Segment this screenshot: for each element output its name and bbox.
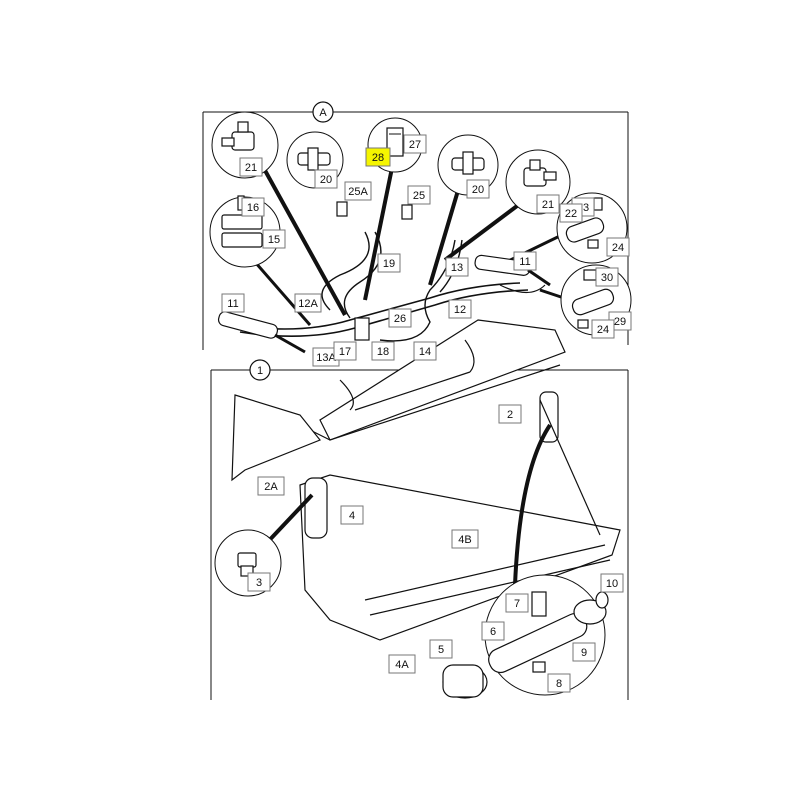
callout-11-right: 11 [513,251,537,271]
callouts: 21 20 28 27 20 21 16 15 25A 25 19 23 22 … [221,134,632,693]
svg-text:25A: 25A [348,186,368,198]
svg-text:2: 2 [507,409,513,421]
svg-text:19: 19 [383,258,395,270]
callout-18: 18 [371,341,395,361]
callout-12: 12 [448,299,472,319]
svg-text:17: 17 [339,346,351,358]
svg-text:8: 8 [556,678,562,690]
svg-text:29: 29 [614,316,626,328]
callout-17: 17 [333,341,357,361]
svg-text:20: 20 [472,184,484,196]
svg-text:14: 14 [419,346,431,358]
svg-text:25: 25 [413,190,425,202]
svg-text:4B: 4B [458,534,471,546]
svg-text:22: 22 [565,208,577,220]
svg-text:13A: 13A [316,352,336,364]
callout-12a: 12A [294,293,322,313]
svg-text:30: 30 [601,272,613,284]
callout-4b: 4B [451,529,479,549]
callout-26: 26 [388,308,412,328]
svg-text:7: 7 [514,598,520,610]
section-marker-a: A [312,101,334,123]
callout-16: 16 [241,197,265,217]
svg-text:12A: 12A [298,298,318,310]
svg-text:27: 27 [409,139,421,151]
callout-10: 10 [600,573,624,593]
loose-fittings [336,201,413,341]
callout-14: 14 [413,341,437,361]
svg-text:1: 1 [257,365,263,377]
callout-19: 19 [377,253,401,273]
svg-text:9: 9 [581,647,587,659]
callout-6: 6 [481,621,505,641]
callout-2: 2 [498,404,522,424]
svg-text:6: 6 [490,626,496,638]
callout-20-left: 20 [314,169,338,189]
callout-24-bottom: 24 [591,319,615,339]
svg-text:18: 18 [377,346,389,358]
callout-22: 22 [559,203,583,223]
callout-11-left: 11 [221,293,245,313]
svg-text:2A: 2A [264,481,278,493]
callout-25: 25 [407,185,431,205]
callout-28: 28 [365,147,391,167]
bush-5 [442,664,488,699]
svg-text:10: 10 [606,578,618,590]
callout-5: 5 [429,639,453,659]
cylinder-11-left [217,311,306,354]
svg-text:24: 24 [612,242,624,254]
callout-21-left: 21 [239,157,263,177]
svg-text:21: 21 [542,199,554,211]
callout-30: 30 [595,267,619,287]
callout-9: 9 [572,642,596,662]
svg-text:11: 11 [227,298,238,310]
callout-4a: 4A [388,654,416,674]
callout-20-right: 20 [466,179,490,199]
svg-text:A: A [319,107,327,119]
callout-4: 4 [340,505,364,525]
svg-text:3: 3 [256,577,262,589]
callout-8: 8 [547,673,571,693]
svg-text:28: 28 [372,152,384,164]
svg-text:24: 24 [597,324,609,336]
svg-text:20: 20 [320,174,332,186]
svg-text:4A: 4A [395,659,409,671]
callout-15: 15 [262,229,286,249]
svg-text:5: 5 [438,644,444,656]
callout-27: 27 [403,134,427,154]
svg-text:26: 26 [394,313,406,325]
svg-text:15: 15 [268,234,280,246]
callout-25a: 25A [344,181,372,201]
svg-text:12: 12 [454,304,466,316]
bucket-body [299,391,621,641]
callout-2a: 2A [257,476,285,496]
callout-3: 3 [247,572,271,592]
svg-text:4: 4 [349,510,355,522]
bucket-frame [231,319,566,482]
svg-text:16: 16 [247,202,259,214]
callout-7: 7 [505,593,529,613]
callout-21-right: 21 [536,194,560,214]
svg-text:11: 11 [519,256,530,268]
section-marker-1: 1 [249,359,271,381]
cylinder-11-right [474,254,551,287]
svg-text:13: 13 [451,262,463,274]
callout-24-top: 24 [606,237,630,257]
callout-13: 13 [445,257,469,277]
svg-text:21: 21 [245,162,257,174]
